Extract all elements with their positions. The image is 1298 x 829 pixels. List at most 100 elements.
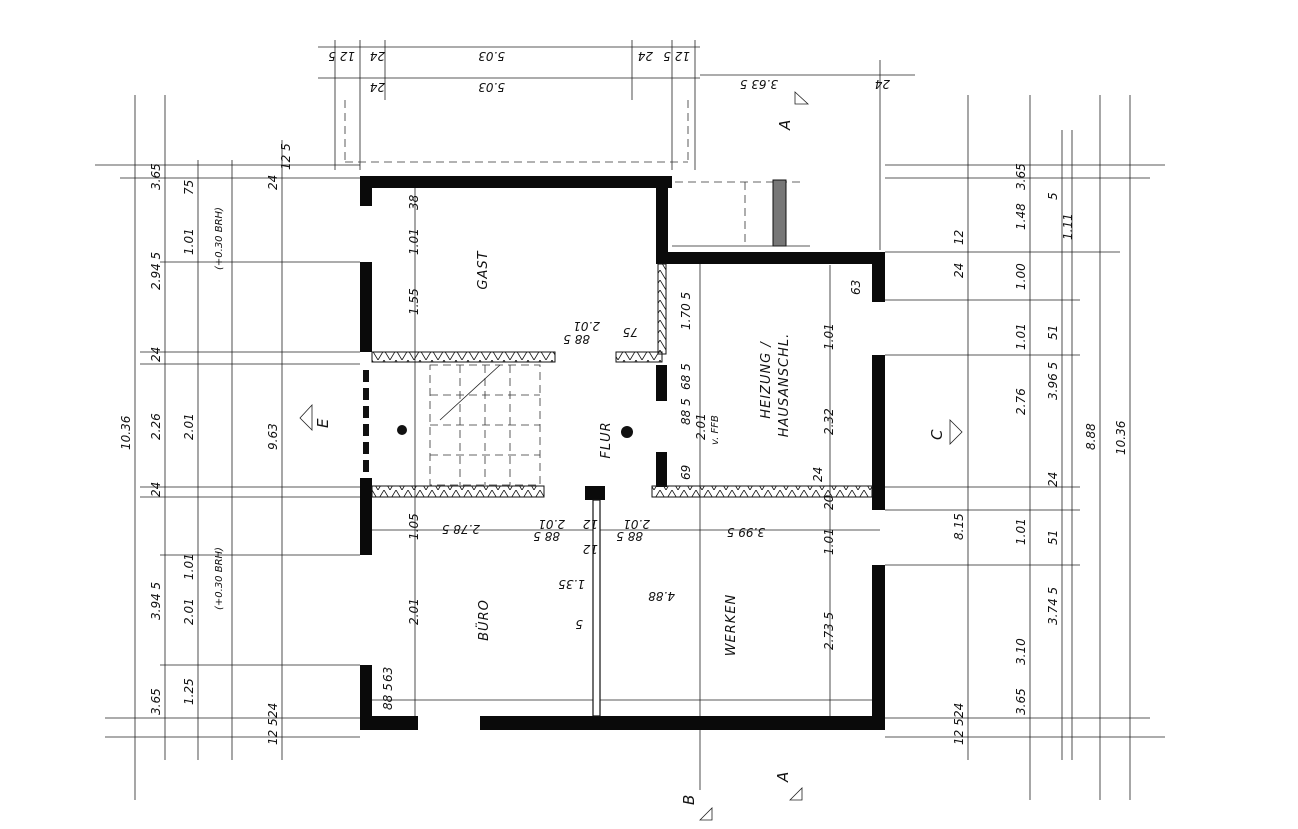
dim-text: 3.65 <box>149 688 163 715</box>
dim-text: 24 <box>811 467 825 482</box>
interior-dimensions: 38 1.01 1.55 1.05 2.01 63 88 5 2.78 5 63… <box>381 194 863 710</box>
dim-text: 5.03 <box>478 49 505 63</box>
dim-text: 2.01 <box>694 413 708 440</box>
dimension-lines <box>95 40 1165 800</box>
room-buero: BÜRO <box>475 599 492 641</box>
dim-text: 1.01 <box>407 228 421 255</box>
dim-text: 12 5 <box>328 49 355 63</box>
dim-note: (+0.30 BRH) <box>214 207 225 270</box>
dim-text: 9.63 <box>266 423 280 450</box>
dim-text: 68 5 <box>679 363 693 390</box>
stair-axis-marker <box>397 425 407 435</box>
room-flur: FLUR <box>599 421 614 458</box>
section-marker-b: B <box>680 795 698 805</box>
dim-text: 2.94 5 <box>149 252 163 290</box>
dim-text: 69 <box>679 465 693 480</box>
dim-text: 12 5 <box>279 143 293 170</box>
right-dimensions: 10.36 8.88 8.15 3.65 1.48 1.00 1.01 2.76… <box>952 163 1128 745</box>
dim-text: 10.36 <box>119 415 133 450</box>
section-marker-a-bottom: A <box>774 772 792 783</box>
dim-text: 88 5 <box>563 332 590 346</box>
dim-text: 88 5 <box>616 529 643 543</box>
dim-text: 1.55 <box>407 288 421 315</box>
dim-text: 2.78 5 <box>442 522 480 536</box>
section-markers: A C E B A <box>299 91 963 821</box>
dim-text: 1.00 <box>1014 263 1028 290</box>
dim-text: 12 <box>583 542 598 556</box>
dim-text: 12 <box>583 517 598 531</box>
dim-text: 5.03 <box>478 80 505 94</box>
dim-text: 2.76 <box>1014 388 1028 415</box>
dim-text: 24 <box>952 703 966 718</box>
dim-text: 51 <box>1046 325 1060 340</box>
dim-text: 1.11 <box>1061 213 1075 240</box>
dim-text: 1.35 <box>558 577 585 591</box>
dim-text: 75 <box>182 180 196 195</box>
dim-text: v. FFB <box>710 415 721 445</box>
room-hausanschluss: HAUSANSCHL. <box>777 333 792 438</box>
dim-text: 24 <box>638 49 653 63</box>
dim-text: 20 <box>822 494 836 510</box>
dim-text: 8.15 <box>952 513 966 540</box>
dim-text: 3.65 <box>149 163 163 190</box>
dim-text: 24 <box>875 77 890 91</box>
top-dimensions: 5.03 5.03 3.63 5 12 5 24 24 12 5 24 24 <box>328 49 890 94</box>
dim-text: 38 <box>407 194 421 210</box>
dim-text: 2.01 <box>182 413 196 440</box>
dim-text: 2.01 <box>538 517 565 531</box>
dim-text: 2.73 5 <box>822 612 836 650</box>
dim-text: 1.05 <box>407 513 421 540</box>
room-heizung: HEIZUNG / <box>759 341 774 419</box>
dim-text: 12 5 <box>663 49 690 63</box>
dim-text: 75 <box>623 325 638 339</box>
dim-text: 24 <box>266 703 280 718</box>
walls <box>360 176 885 730</box>
staircase <box>397 364 633 486</box>
dim-text: 2.26 <box>149 413 163 440</box>
dim-note: (+0.30 BRH) <box>214 547 225 610</box>
dim-text: 1.01 <box>1014 518 1028 545</box>
dim-text: 12 5 <box>266 718 280 745</box>
dim-text: 24 <box>1046 472 1060 487</box>
dim-text: 1.25 <box>182 678 196 705</box>
dim-text: 4.88 <box>648 589 675 603</box>
dim-text: 51 <box>1046 530 1060 545</box>
room-labels: GAST FLUR HEIZUNG / HAUSANSCHL. BÜRO WER… <box>475 250 792 656</box>
dim-text: 2.32 <box>822 408 836 435</box>
dim-text: 1.01 <box>1014 323 1028 350</box>
dim-text: 2.01 <box>407 598 421 625</box>
section-marker-e: E <box>314 418 332 428</box>
dim-text: 3.96 5 <box>1046 362 1060 400</box>
dim-text: 8.88 <box>1084 423 1098 450</box>
section-marker-a-top: A <box>776 120 794 131</box>
dim-text: 2.01 <box>573 319 600 333</box>
dim-text: 24 <box>952 263 966 278</box>
dim-text: 12 <box>952 230 966 245</box>
dim-text: 24 <box>149 482 163 497</box>
dim-text: 88 5 <box>679 398 693 425</box>
dim-text: 5 <box>575 617 583 631</box>
dim-text: 1.01 <box>822 323 836 350</box>
dim-text: 12 5 <box>952 718 966 745</box>
dim-text: 5 <box>1046 192 1060 200</box>
room-werken: WERKEN <box>724 594 739 657</box>
left-dimensions: 10.36 9.63 3.65 2.94 5 24 2.26 24 3.94 5… <box>119 143 293 745</box>
dim-text: 10.36 <box>1114 420 1128 455</box>
dim-text: 1.01 <box>182 228 196 255</box>
dim-text: 24 <box>370 49 385 63</box>
dim-text: 1.48 <box>1014 203 1028 230</box>
dim-text: 3.10 <box>1014 638 1028 665</box>
dim-text: 24 <box>370 80 385 94</box>
dim-text: 24 <box>266 175 280 190</box>
dim-text: 3.74 5 <box>1046 587 1060 625</box>
section-marker-c: C <box>928 429 946 440</box>
dim-text: 88 5 <box>381 683 395 710</box>
dim-text: 3.65 <box>1014 163 1028 190</box>
dim-text: 1.70 5 <box>679 292 693 330</box>
dim-text: 88 5 <box>533 529 560 543</box>
dim-text: 3.99 5 <box>727 525 765 539</box>
dim-text: 63 <box>381 667 395 682</box>
hall-axis-marker <box>621 426 633 438</box>
dim-text: 3.65 <box>1014 688 1028 715</box>
